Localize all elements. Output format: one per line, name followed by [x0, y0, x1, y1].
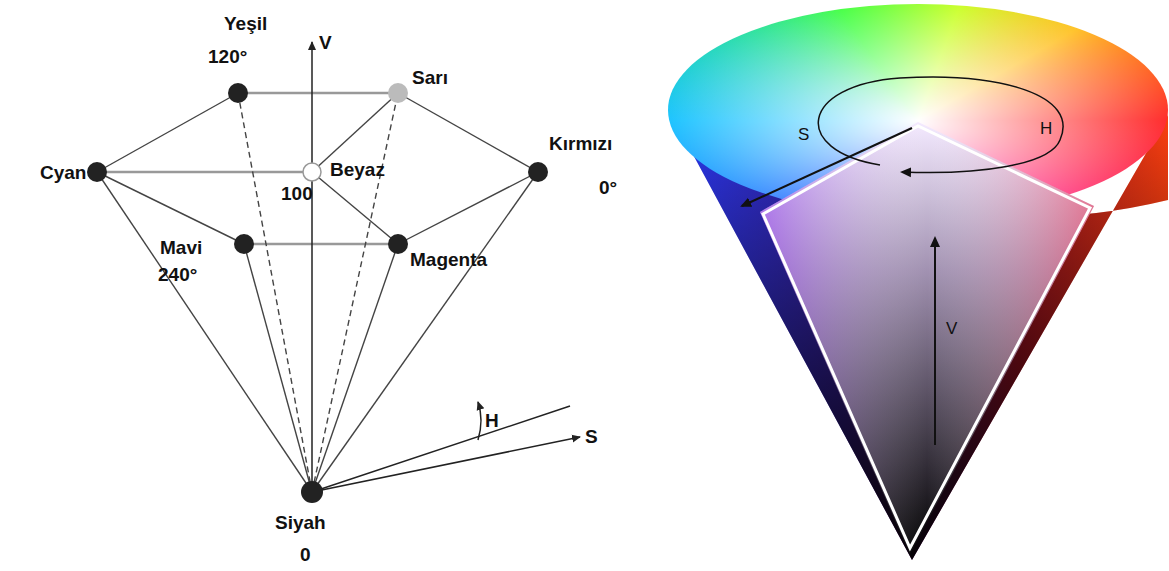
color-dot [301, 481, 323, 503]
cutaway-face [760, 122, 1094, 554]
color-dot [234, 234, 254, 254]
axis [312, 42, 580, 492]
color-name: Siyah [275, 513, 326, 532]
cone-edge [238, 93, 312, 492]
cone-edge [244, 244, 312, 492]
color-dot [228, 83, 248, 103]
hexagon-edge [238, 92, 398, 95]
axis [312, 437, 580, 492]
color-dot [87, 83, 548, 503]
hexagon-edge [97, 171, 312, 174]
axis [312, 406, 570, 492]
hue-angle: 120° [208, 47, 247, 66]
axis [478, 402, 481, 440]
cutaway-outline [763, 126, 1090, 548]
color-name: Kırmızı [549, 134, 612, 153]
color-name: Cyan [40, 163, 86, 182]
v-arrow [934, 238, 936, 445]
color-dot [87, 162, 107, 182]
hexagon-edge [244, 243, 398, 246]
axis-name: S [798, 126, 809, 143]
h-arrow [818, 77, 1063, 172]
color-dot [388, 83, 408, 103]
hexagon-edge [398, 93, 538, 172]
hexagon-edge [97, 172, 244, 244]
hexagon-edge [312, 172, 398, 244]
axis-name: V [319, 33, 332, 52]
s-arrow [742, 128, 912, 206]
color-name: Magenta [410, 250, 487, 269]
color-dot [303, 163, 321, 181]
color-name: Mavi [160, 238, 202, 257]
color-name: Yeşil [224, 14, 267, 33]
hue-angle: 240° [158, 265, 197, 284]
axis-name: S [585, 427, 598, 446]
cutaway-face [760, 122, 1094, 554]
hexagon-edge [97, 93, 538, 244]
hexagon-edge [97, 93, 238, 172]
color-dot [388, 234, 408, 254]
value-number: 0 [300, 545, 311, 564]
cone-edge [97, 172, 312, 492]
hue-angle: 0° [599, 178, 617, 197]
color-dot [528, 162, 548, 182]
value-number: 100 [281, 184, 313, 203]
axis-name: V [946, 320, 957, 337]
cone-edge [97, 93, 538, 492]
cone-edge [312, 244, 398, 492]
hexagon-edge [398, 172, 538, 244]
color-name: Sarı [412, 68, 448, 87]
axis [311, 42, 313, 492]
color-name: Beyaz [330, 160, 385, 179]
cone-edge [312, 93, 398, 492]
axis-name: H [1040, 120, 1052, 137]
axis-name: H [485, 411, 499, 430]
